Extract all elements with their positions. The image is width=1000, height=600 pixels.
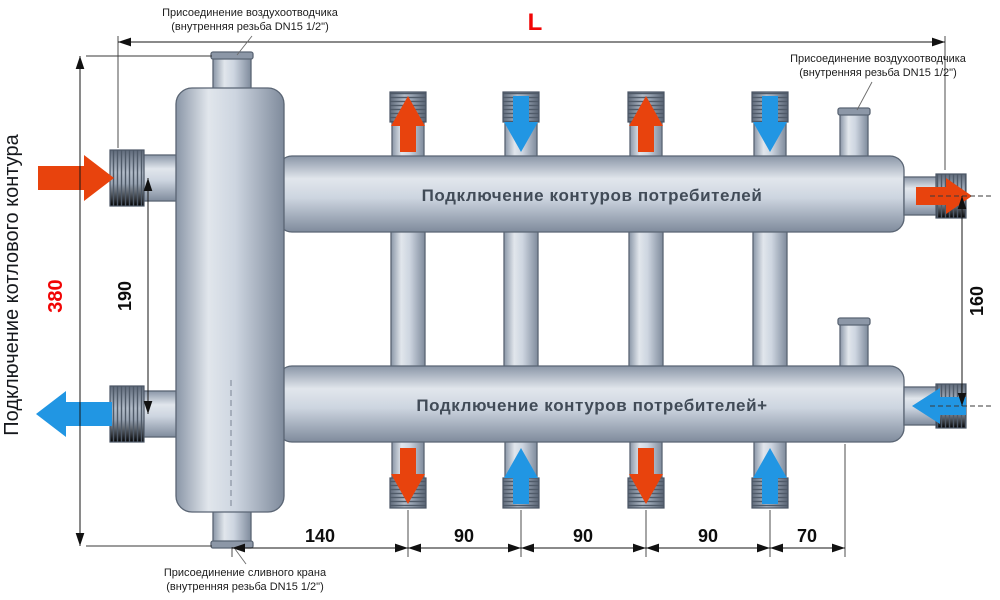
dim-label-90a: 90: [454, 526, 474, 546]
air-vent-stub-upper: [837, 107, 871, 161]
supply-inlet-arrow: [38, 155, 114, 201]
air-vent-right-label-line2: (внутренняя резьба DN15 1/2"): [799, 67, 957, 79]
dim-label-70: 70: [797, 526, 817, 546]
separator-body: [175, 87, 285, 513]
dim-label-L: L: [528, 9, 543, 36]
lower-manifold-label: Подключение контуров потребителей+: [416, 396, 767, 415]
circuit6-return-arrow: [504, 448, 538, 504]
air-vent-right-label-line1: Присоединение воздухоотводчика: [790, 53, 967, 65]
circuit3-supply-arrow: [629, 96, 663, 152]
stub-cap: [837, 317, 871, 326]
connector-pipe: [628, 225, 664, 373]
circuit4-return-arrow: [753, 96, 787, 152]
air-vent-stub-separator: [212, 55, 252, 93]
stub-cap: [210, 51, 254, 60]
dim-label-380: 380: [45, 279, 67, 312]
leader-line: [236, 35, 253, 56]
dim-label-90b: 90: [573, 526, 593, 546]
drain-label-line1: Присоединение сливного крана: [164, 567, 327, 579]
dim-label-90c: 90: [698, 526, 718, 546]
circuit7-supply-arrow: [629, 448, 663, 504]
boiler-return-port: [109, 385, 179, 443]
bottom-circuit-stubs: [389, 439, 789, 509]
leader-line: [856, 81, 873, 111]
circuit8-return-arrow: [753, 448, 787, 504]
dim-label-160: 160: [967, 286, 987, 316]
connector-pipe: [503, 225, 539, 373]
thread: [109, 149, 145, 207]
dim-label-140: 140: [305, 526, 335, 546]
hydraulic-separator: [175, 51, 285, 549]
top-circuit-stubs: [389, 91, 789, 161]
leader-line: [234, 548, 247, 565]
drain-stub: [212, 509, 252, 547]
stub-cap: [837, 107, 871, 116]
dim-label-190: 190: [115, 281, 135, 311]
air-vent-left-label-line1: Присоединение воздухоотводчика: [162, 7, 339, 19]
connector-pipe: [752, 225, 788, 373]
circuit1-supply-arrow: [391, 96, 425, 152]
upper-manifold-label: Подключение контуров потребителей: [422, 186, 763, 205]
annotations: Присоединение воздухоотводчика (внутренн…: [1, 7, 967, 593]
lower-manifold: Подключение контуров потребителей+: [277, 365, 905, 443]
circuit5-supply-arrow: [391, 448, 425, 504]
upper-manifold: Подключение контуров потребителей: [277, 155, 905, 233]
dimensions: L 380 190 160 140 90 90 90 70: [45, 9, 992, 557]
stub-cap: [210, 540, 254, 549]
connector-pipes: [390, 225, 788, 373]
boiler-circuit-label: Подключение котлового контура: [1, 133, 23, 435]
drain-label-line2: (внутренняя резьба DN15 1/2"): [166, 581, 324, 593]
boiler-supply-port: [109, 149, 179, 207]
circuit2-return-arrow: [504, 96, 538, 152]
air-vent-left-label-line2: (внутренняя резьба DN15 1/2"): [171, 21, 329, 33]
air-vent-stub-lower: [837, 317, 871, 371]
return-outlet-arrow: [36, 391, 112, 437]
thread: [109, 385, 145, 443]
connector-pipe: [390, 225, 426, 373]
